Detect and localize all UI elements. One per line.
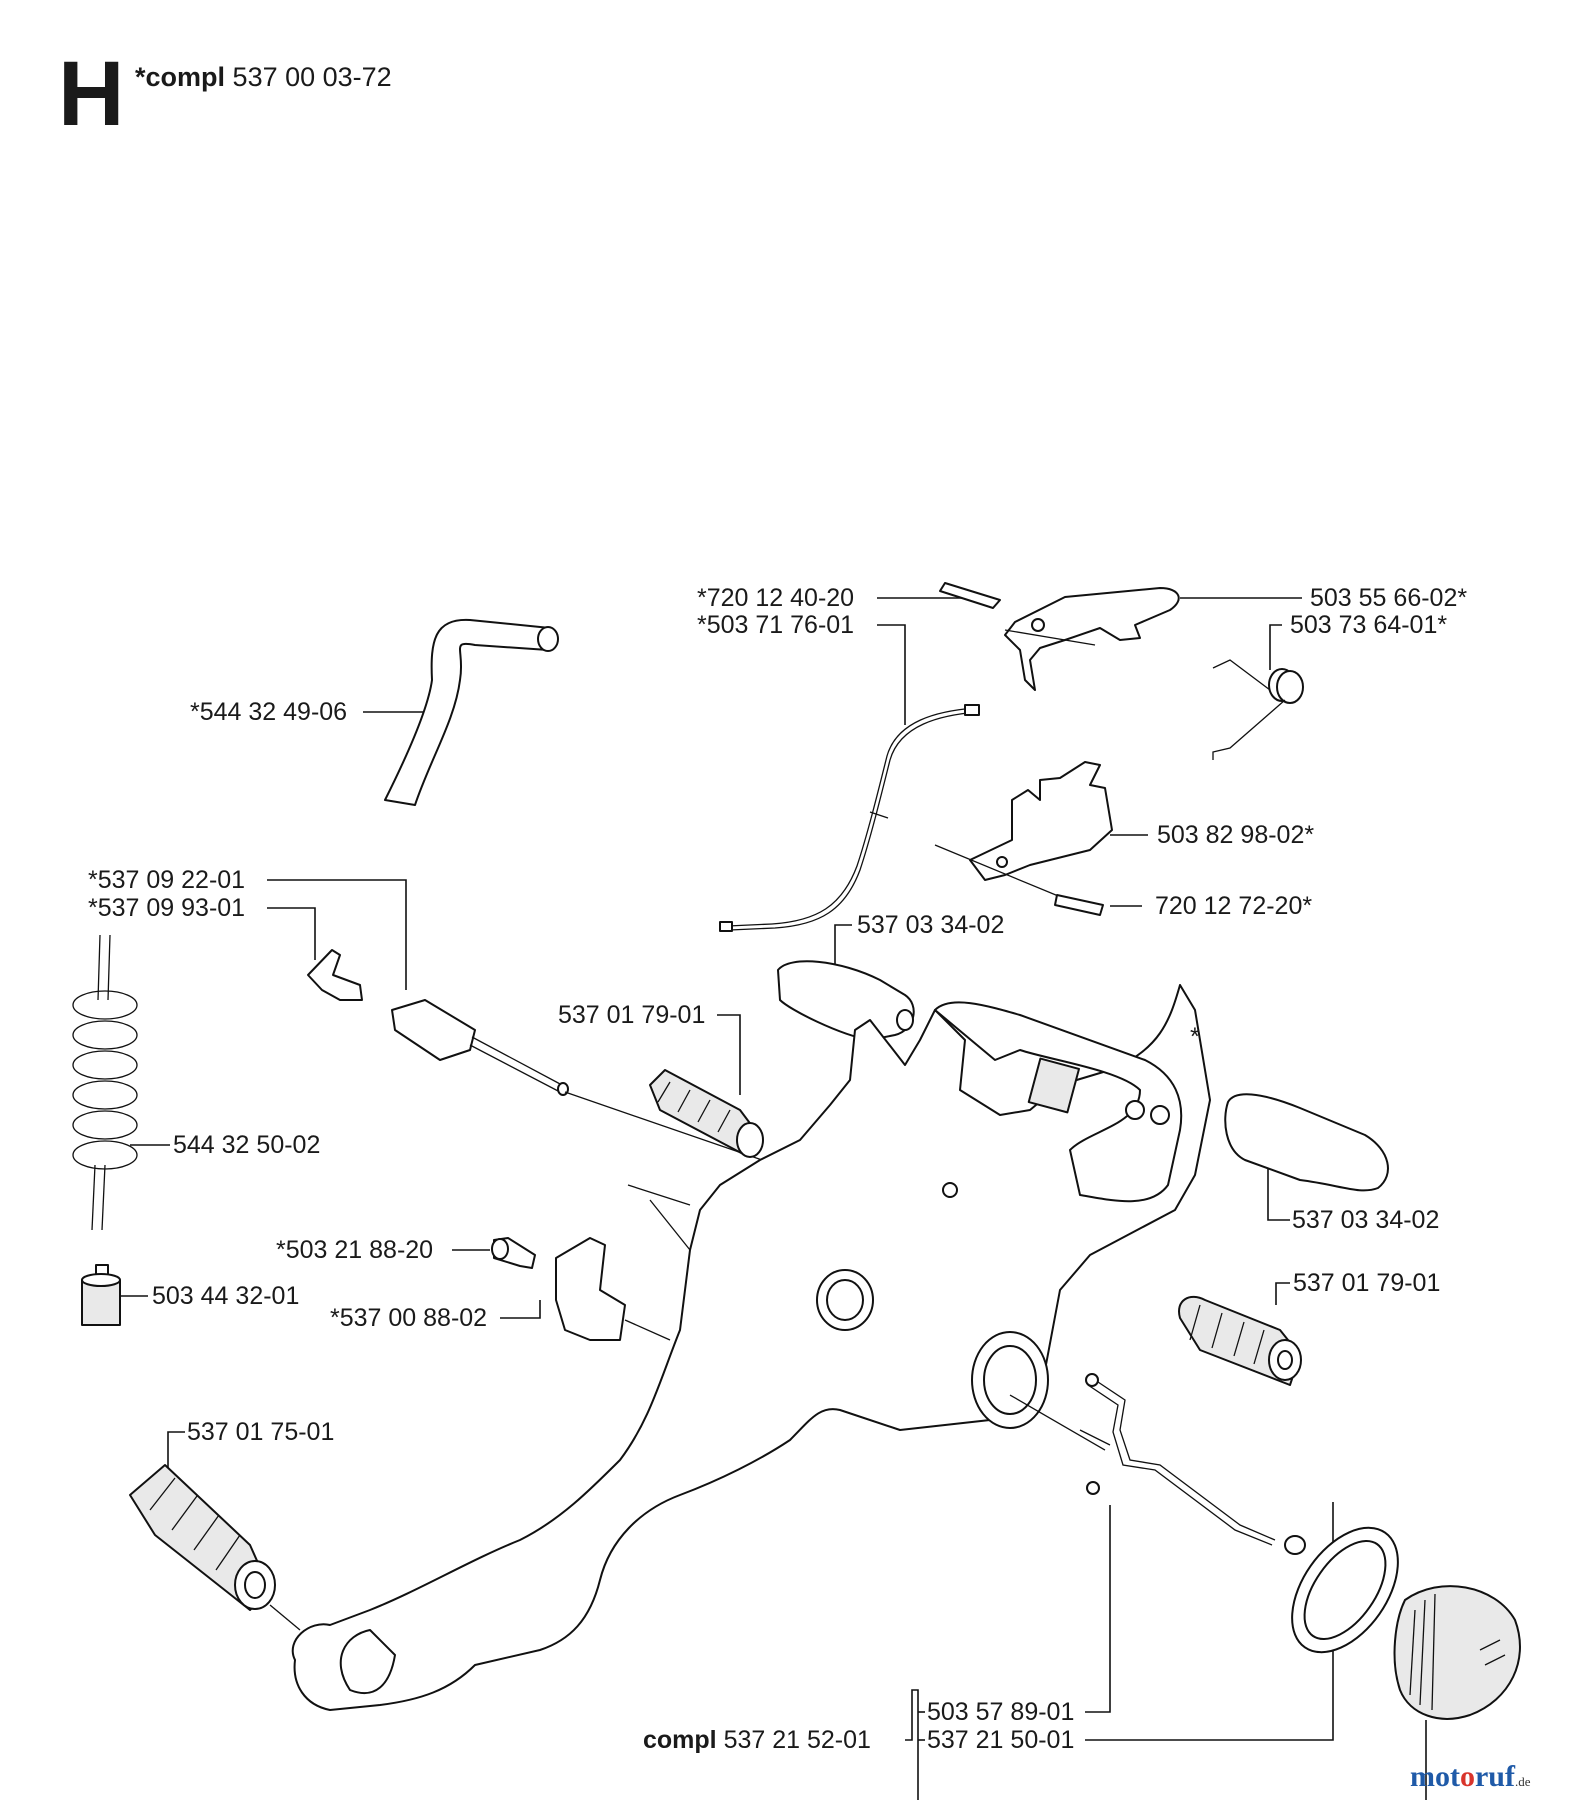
av-spring-right: [1079, 1295, 1302, 1446]
throttle-cable: [719, 704, 980, 932]
fuel-tank-handle-body: [291, 984, 1211, 1711]
impulse-hose: [384, 618, 559, 806]
av-spring-left: [129, 1464, 301, 1631]
handle-cover-right: [1224, 1093, 1389, 1192]
label-star: *: [1190, 1023, 1200, 1051]
section-letter: H: [58, 43, 125, 145]
screw-and-holder: [491, 1237, 671, 1341]
label-cap: 537 21 50-01: [927, 1726, 1075, 1754]
label-compl-group: compl 537 21 52-01: [643, 1728, 871, 1753]
label-fuel-hose: 544 32 50-02: [173, 1131, 321, 1159]
label-cover-right: 537 03 34-02: [1292, 1206, 1440, 1234]
compl-group-prefix: compl: [643, 1726, 717, 1754]
label-pin-top: *720 12 40-20: [697, 584, 855, 612]
throttle-lockout: [934, 761, 1113, 916]
fuel-filter: [81, 1264, 121, 1326]
label-holder: *537 00 88-02: [330, 1304, 488, 1332]
label-cover-top: 537 03 34-02: [857, 911, 1005, 939]
av-spring-top: [649, 1069, 764, 1158]
label-filter: 503 44 32-01: [152, 1282, 300, 1310]
compl-part-number: 537 00 03-72: [232, 62, 392, 92]
leader-lines: [110, 597, 1427, 1800]
label-pin-bottom: 720 12 72-20*: [1155, 892, 1313, 920]
label-nipple-b: *537 09 93-01: [88, 894, 246, 922]
label-cap-seal: 503 57 89-01: [927, 1698, 1075, 1726]
label-av-top: 537 01 79-01: [558, 1001, 706, 1029]
compl-group-number: 537 21 52-01: [723, 1726, 871, 1754]
label-screw: *503 21 88-20: [276, 1236, 434, 1264]
site-watermark: motoruf.de: [1410, 1760, 1531, 1793]
label-throttle: 503 55 66-02*: [1310, 584, 1468, 612]
compl-prefix: *compl: [135, 62, 226, 92]
throttle-trigger: [939, 582, 1180, 691]
label-av-right: 537 01 79-01: [1293, 1269, 1441, 1297]
label-cable: *503 71 76-01: [697, 611, 855, 639]
fuel-hose-coil: [72, 934, 138, 1231]
label-spring: 503 73 64-01*: [1290, 611, 1448, 639]
trigger-spring: [1212, 659, 1304, 760]
label-hose: *544 32 49-06: [190, 698, 348, 726]
fuel-cap-assembly: [1009, 1373, 1521, 1720]
label-av-left: 537 01 75-01: [187, 1418, 335, 1446]
label-nipple-a: *537 09 22-01: [88, 866, 246, 894]
assembly-compl-header: *compl 537 00 03-72: [135, 62, 392, 93]
handle-cover-top: [777, 960, 915, 1041]
label-lockout: 503 82 98-02*: [1157, 821, 1315, 849]
